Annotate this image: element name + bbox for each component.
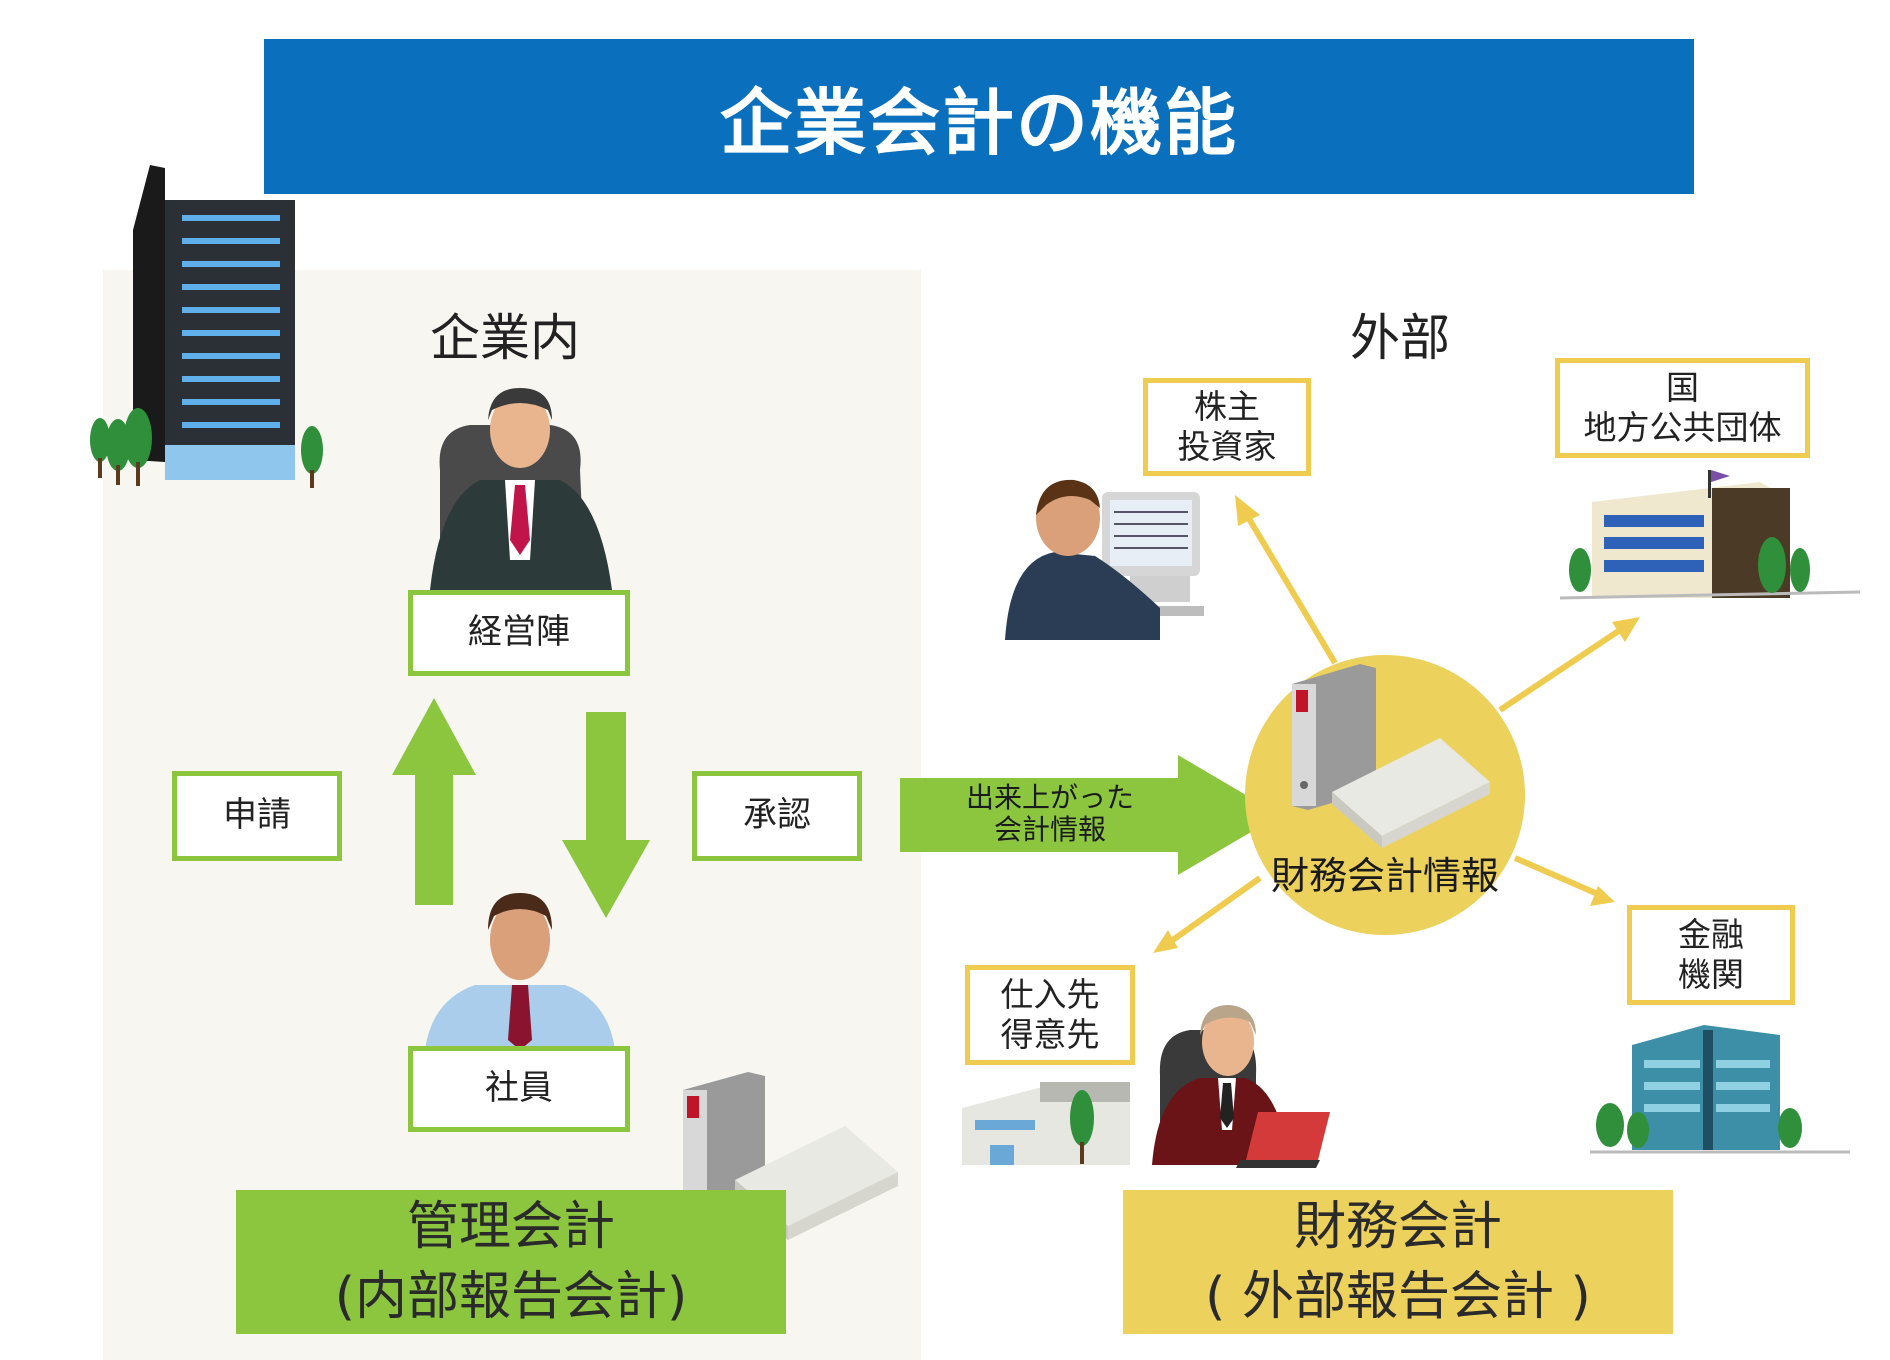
approval-box: 承認 [692,771,862,861]
management-box: 経営陣 [408,590,630,676]
company-building-icon [90,165,323,488]
documents-icon [1332,738,1490,848]
distribution-arrows [1153,495,1640,953]
center-label: 財務会計情報 [1270,854,1499,898]
binder-icon [1292,664,1376,810]
page-title: 企業会計の機能 [264,39,1694,194]
supplier-building-icon [962,1082,1130,1165]
application-up-arrow [392,698,476,905]
government-box: 国 地方公共団体 [1555,358,1810,458]
investor-at-computer-icon [1005,479,1204,640]
employee-figure-icon [425,893,615,1050]
financial-info-right-arrow [900,755,1280,875]
shareholders-box: 株主 投資家 [1143,378,1311,476]
management-accounting-band: 管理会計 (内部報告会計) [236,1190,786,1334]
arrow-label: 出来上がった 会計情報 [965,781,1134,847]
financial-accounting-band: 財務会計 ( 外部報告会計 ) [1123,1190,1673,1334]
banks-box: 金融 機関 [1627,905,1795,1005]
bank-building-icon [1590,1025,1850,1154]
suppliers-box: 仕入先 得意先 [965,965,1135,1065]
internal-section-title: 企業内 [430,309,580,367]
external-section-title: 外部 [1350,309,1450,367]
approval-down-arrow [562,712,650,918]
executive-figure-icon [430,388,612,590]
government-building-icon [1559,470,1861,600]
businessman-laptop-icon [1152,1004,1330,1168]
employee-box: 社員 [408,1046,630,1132]
application-box: 申請 [172,771,342,861]
